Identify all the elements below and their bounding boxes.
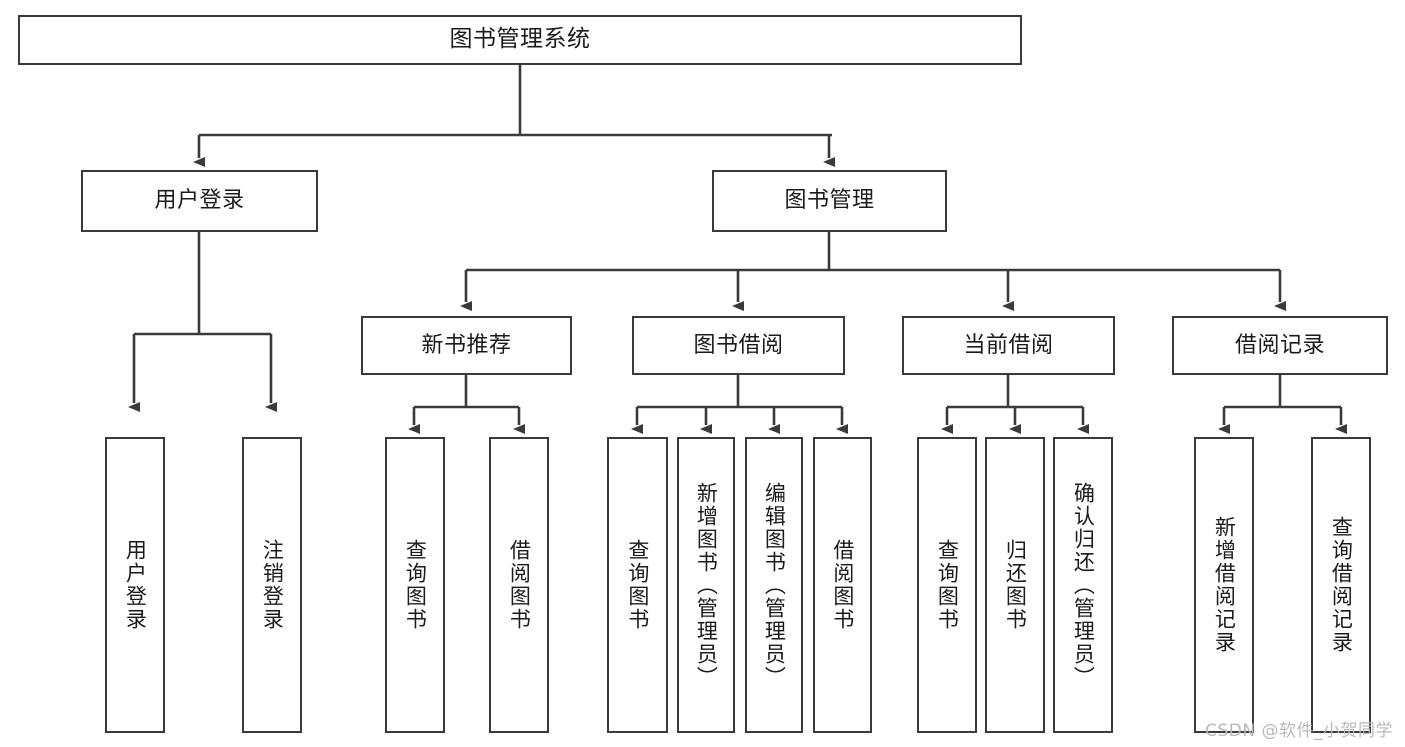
- node-book-borrow[interactable]: 图书借阅: [632, 316, 845, 375]
- node-label: 新增图书（管理员）: [694, 481, 719, 689]
- node-label: 查询借阅记录: [1329, 516, 1354, 654]
- node-label: 新书推荐: [421, 332, 512, 358]
- csdn-watermark: CSDN @软件_小贺同学: [1205, 721, 1393, 741]
- leaf-return-book[interactable]: 归还图书: [985, 437, 1045, 733]
- leaf-query-book-current[interactable]: 查询图书: [917, 437, 977, 733]
- node-label: 查询图书: [625, 539, 650, 631]
- node-label: 当前借阅: [963, 332, 1054, 358]
- node-root-system[interactable]: 图书管理系统: [18, 15, 1022, 65]
- node-borrow-record[interactable]: 借阅记录: [1172, 316, 1388, 375]
- node-label: 借阅记录: [1234, 332, 1325, 358]
- node-label: 查询图书: [403, 539, 428, 631]
- node-new-book-recommend[interactable]: 新书推荐: [361, 316, 572, 375]
- node-label: 查询图书: [935, 539, 960, 631]
- node-label: 图书管理系统: [449, 26, 591, 53]
- leaf-logout[interactable]: 注销登录: [242, 437, 302, 733]
- leaf-edit-book-admin[interactable]: 编辑图书（管理员）: [745, 437, 803, 733]
- node-current-borrow[interactable]: 当前借阅: [902, 316, 1115, 375]
- leaf-query-borrow-record[interactable]: 查询借阅记录: [1311, 437, 1371, 733]
- leaf-user-login[interactable]: 用户登录: [105, 437, 165, 733]
- node-label: 注销登录: [260, 539, 285, 631]
- node-label: 图书管理: [784, 188, 875, 214]
- node-label: 用户登录: [123, 539, 148, 631]
- leaf-query-book-recommend[interactable]: 查询图书: [385, 437, 445, 733]
- node-label: 新增借阅记录: [1212, 516, 1237, 654]
- node-label: 借阅图书: [507, 539, 532, 631]
- node-book-management[interactable]: 图书管理: [712, 170, 947, 232]
- leaf-confirm-return-admin[interactable]: 确认归还（管理员）: [1053, 437, 1113, 733]
- node-user-login[interactable]: 用户登录: [81, 170, 318, 232]
- leaf-add-book-admin[interactable]: 新增图书（管理员）: [677, 437, 735, 733]
- leaf-borrow-book[interactable]: 借阅图书: [813, 437, 872, 733]
- leaf-query-book[interactable]: 查询图书: [607, 437, 668, 733]
- node-label: 借阅图书: [830, 539, 855, 631]
- node-label: 用户登录: [154, 188, 245, 214]
- node-label: 归还图书: [1003, 539, 1028, 631]
- node-label: 编辑图书（管理员）: [762, 481, 787, 689]
- leaf-borrow-book-recommend[interactable]: 借阅图书: [489, 437, 549, 733]
- node-label: 确认归还（管理员）: [1071, 481, 1096, 689]
- node-label: 图书借阅: [693, 332, 784, 358]
- leaf-add-borrow-record[interactable]: 新增借阅记录: [1194, 437, 1254, 733]
